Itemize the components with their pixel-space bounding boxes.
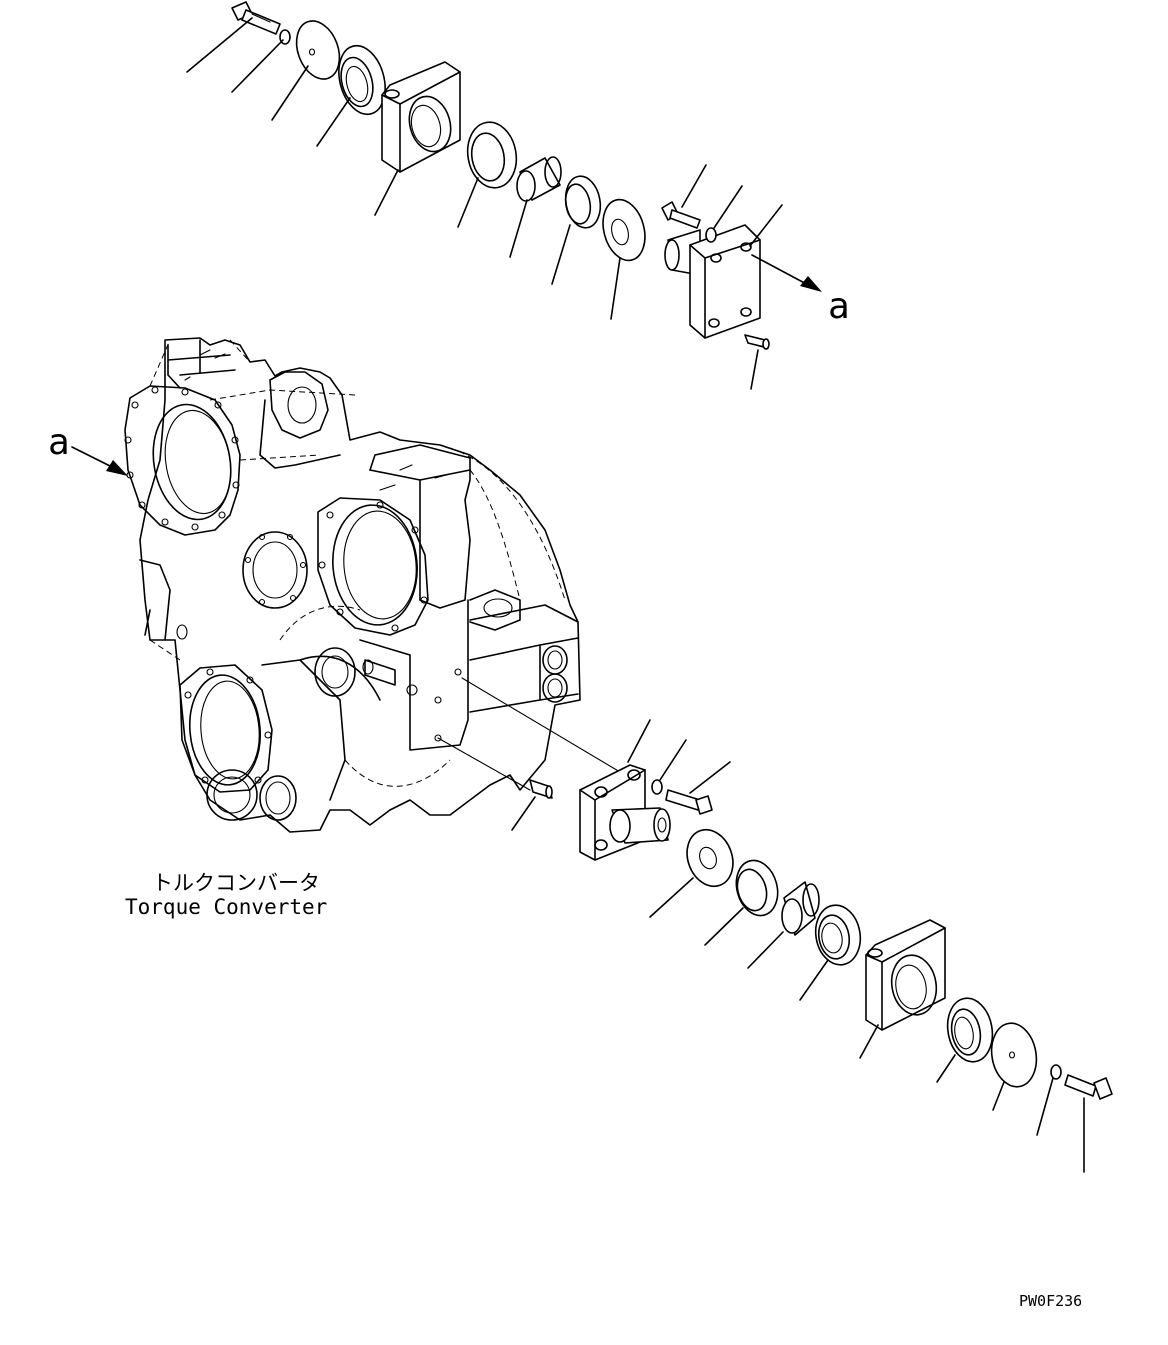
upper-flange-bolt — [661, 201, 701, 229]
lower-leader-lines — [511, 719, 1085, 1173]
housing-small-port — [242, 531, 308, 609]
lower-bolt — [1064, 1074, 1113, 1100]
upper-leader-lines — [186, 17, 783, 390]
upper-bearing-housing — [381, 61, 461, 173]
arrow-a-label-left: a — [48, 422, 70, 463]
lower-washer — [1050, 1064, 1062, 1080]
housing-label-en: Torque Converter — [125, 895, 327, 919]
lower-shaft-flange — [579, 764, 671, 861]
upper-bolt — [231, 1, 281, 35]
lower-dowel-pin — [529, 779, 553, 799]
lower-axis-line — [461, 677, 621, 773]
lower-pin-axis-line — [437, 737, 531, 791]
lower-flange-washer — [651, 779, 663, 795]
upper-cover-plate — [295, 20, 341, 80]
upper-dowel-pin — [744, 334, 770, 350]
housing-mid-port — [317, 497, 429, 636]
housing-arrow-a — [71, 446, 128, 476]
lower-bearing-cup — [735, 859, 779, 917]
lower-flange-bolt — [665, 789, 713, 815]
upper-assembly — [186, 1, 822, 390]
upper-bearing-cone — [516, 156, 562, 202]
upper-seal-2 — [466, 121, 518, 189]
torque-converter-housing — [71, 337, 621, 833]
upper-oil-seal — [338, 44, 386, 116]
lower-assembly — [511, 719, 1113, 1173]
upper-shaft-flange — [664, 224, 761, 339]
lower-thrust-washer — [686, 828, 734, 888]
housing-left-port — [124, 385, 241, 536]
upper-arrow-a — [751, 254, 822, 292]
upper-flange-washer — [705, 227, 717, 243]
arrow-a-label-top: a — [828, 286, 850, 327]
lower-bearing-housing — [865, 919, 946, 1031]
upper-thrust-washer — [602, 198, 646, 262]
upper-bearing-cup — [564, 175, 602, 229]
lower-oil-seal — [946, 997, 994, 1063]
lower-cover-plate — [990, 1022, 1038, 1088]
lower-seal — [814, 904, 862, 966]
lower-bearing-cone — [781, 881, 820, 936]
housing-label-jp: トルクコンバータ — [152, 871, 320, 895]
housing-hidden-lines — [149, 339, 566, 787]
figure-code-label: PW0F236 — [1019, 1292, 1082, 1310]
housing-bottom-port — [179, 664, 273, 793]
